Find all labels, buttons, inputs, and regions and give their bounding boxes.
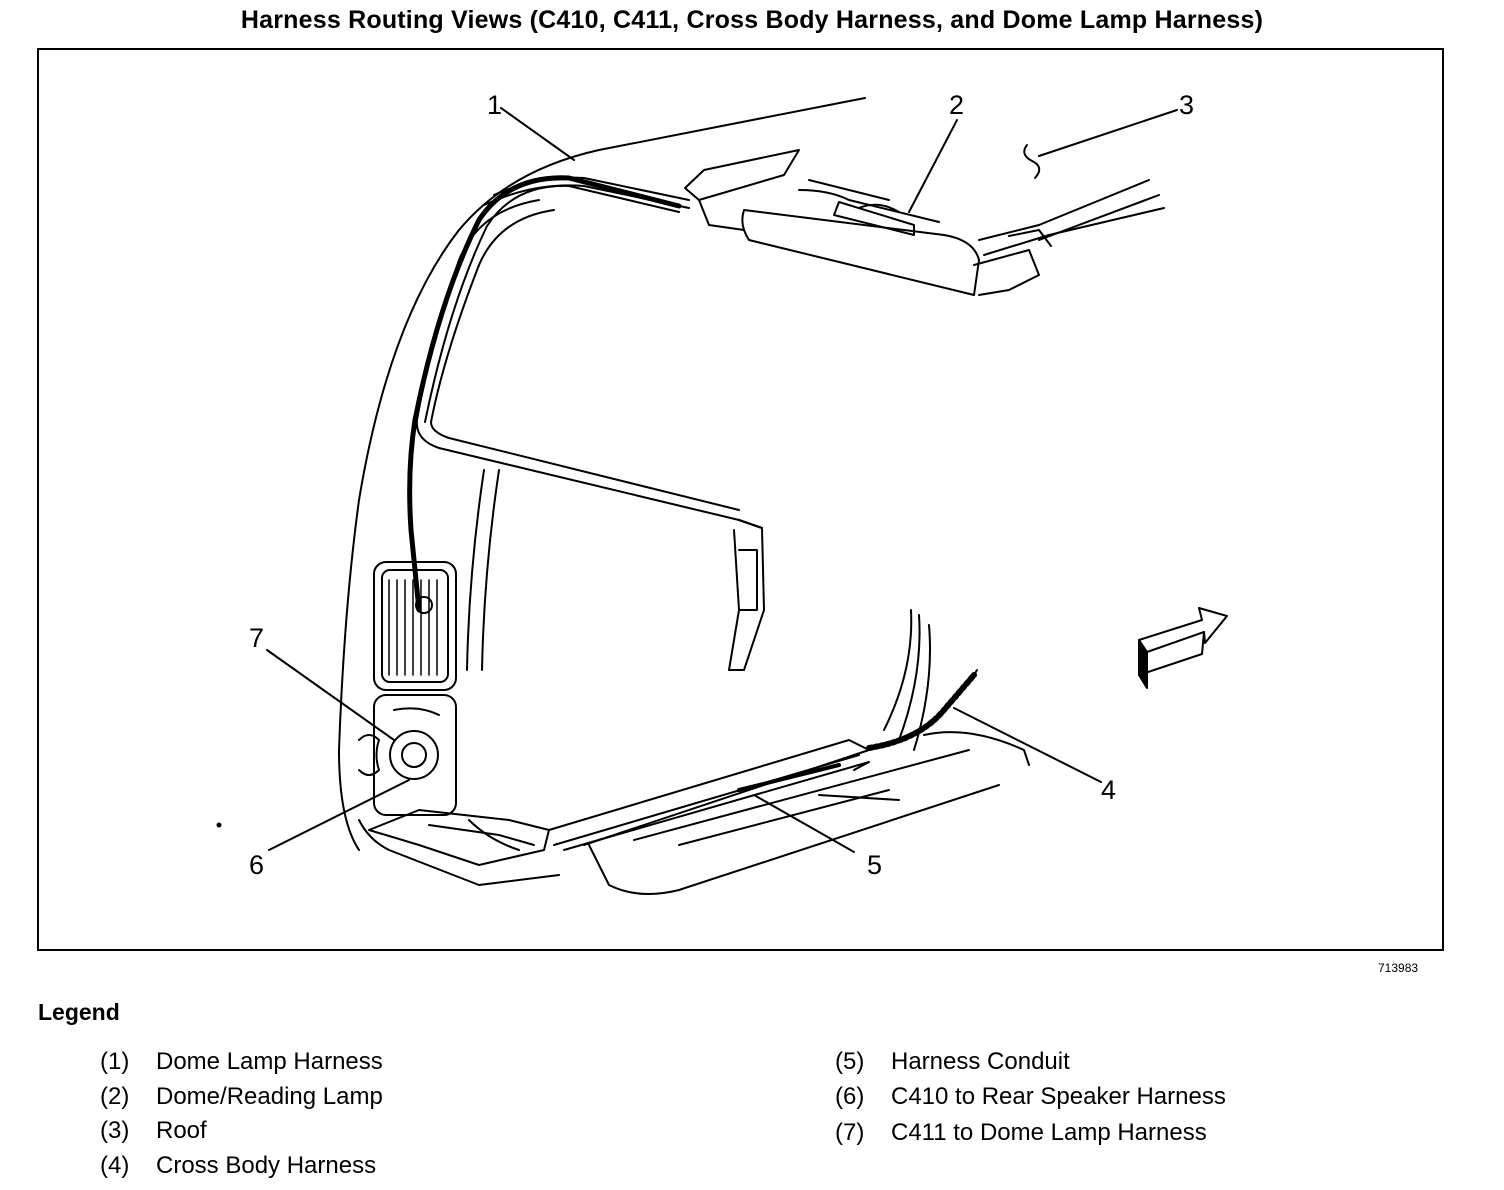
- callout-2: 2: [949, 90, 965, 120]
- legend-title: Legend: [38, 999, 120, 1025]
- legend-label: C410 to Rear Speaker Harness: [891, 1083, 1226, 1110]
- legend-label: Cross Body Harness: [156, 1152, 377, 1179]
- legend-item-7: (7) C411 to Dome Lamp Harness: [835, 1119, 1207, 1147]
- callout-6: 6: [249, 850, 265, 880]
- legend-number: (3): [100, 1117, 130, 1144]
- legend-label: Dome/Reading Lamp: [156, 1083, 383, 1110]
- vehicle-body-drawing: [216, 97, 1228, 895]
- callout-5: 5: [867, 850, 883, 880]
- callout-7: 7: [249, 623, 265, 653]
- legend-number: (2): [100, 1083, 130, 1110]
- legend-label: C411 to Dome Lamp Harness: [891, 1119, 1207, 1146]
- legend-item-4: (4) Cross Body Harness: [100, 1152, 376, 1180]
- legend-item-2: (2) Dome/Reading Lamp: [100, 1083, 383, 1111]
- legend-number: (1): [100, 1048, 130, 1075]
- legend-label: Dome Lamp Harness: [156, 1048, 383, 1075]
- figure-id: 713983: [1378, 961, 1419, 975]
- legend-item-5: (5) Harness Conduit: [835, 1048, 1070, 1076]
- diagram-title: Harness Routing Views (C410, C411, Cross…: [240, 6, 1264, 34]
- callout-4: 4: [1101, 775, 1117, 805]
- legend-number: (5): [835, 1048, 865, 1075]
- legend-item-6: (6) C410 to Rear Speaker Harness: [835, 1083, 1226, 1111]
- legend-item-3: (3) Roof: [100, 1117, 207, 1145]
- callout-1: 1: [487, 90, 503, 120]
- legend-label: Roof: [156, 1117, 207, 1144]
- callout-3: 3: [1179, 90, 1195, 120]
- harness-routing-illustration: 1 2 3 4 5 6 7: [37, 48, 1444, 951]
- legend-number: (4): [100, 1152, 130, 1179]
- legend-number: (7): [835, 1119, 865, 1146]
- legend-item-1: (1) Dome Lamp Harness: [100, 1048, 383, 1076]
- legend-number: (6): [835, 1083, 865, 1110]
- legend-label: Harness Conduit: [891, 1048, 1070, 1075]
